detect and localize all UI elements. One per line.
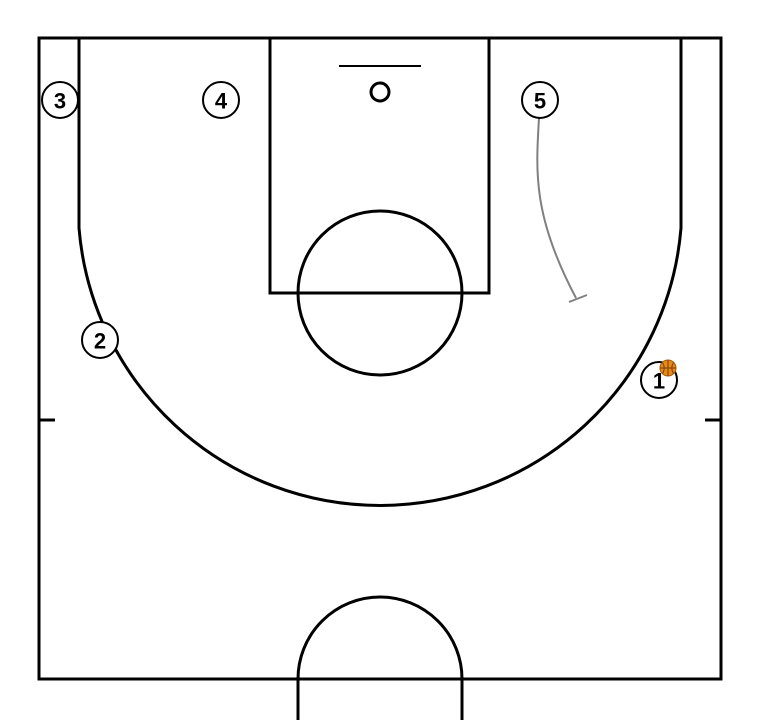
player-2-label: 2 <box>94 329 106 354</box>
player-5: 5 <box>521 81 559 119</box>
player-5-marker <box>521 81 559 119</box>
court-lines <box>37 36 723 720</box>
basketball-icon <box>659 359 677 377</box>
player-1-label: 1 <box>653 369 665 394</box>
players: 3 4 5 2 1 <box>41 81 678 399</box>
player-3: 3 <box>41 81 79 119</box>
player-2: 2 <box>81 321 119 359</box>
player-4-label: 4 <box>215 89 228 114</box>
player-1: 1 <box>640 359 678 399</box>
three-point-line <box>77 38 683 507</box>
screen-action <box>536 117 588 303</box>
center-circle <box>296 595 464 720</box>
player-2-marker <box>81 321 119 359</box>
screen-end-bar <box>568 294 588 303</box>
player-3-marker <box>41 81 79 119</box>
player-4: 4 <box>202 81 240 119</box>
court-boundary <box>37 36 723 681</box>
player-4-marker <box>202 81 240 119</box>
player-3-label: 3 <box>54 89 66 114</box>
player-5-label: 5 <box>534 89 546 114</box>
free-throw-circle <box>296 209 464 377</box>
screen-path <box>536 117 577 299</box>
basket-rim <box>369 81 391 103</box>
paint-key <box>268 36 491 295</box>
